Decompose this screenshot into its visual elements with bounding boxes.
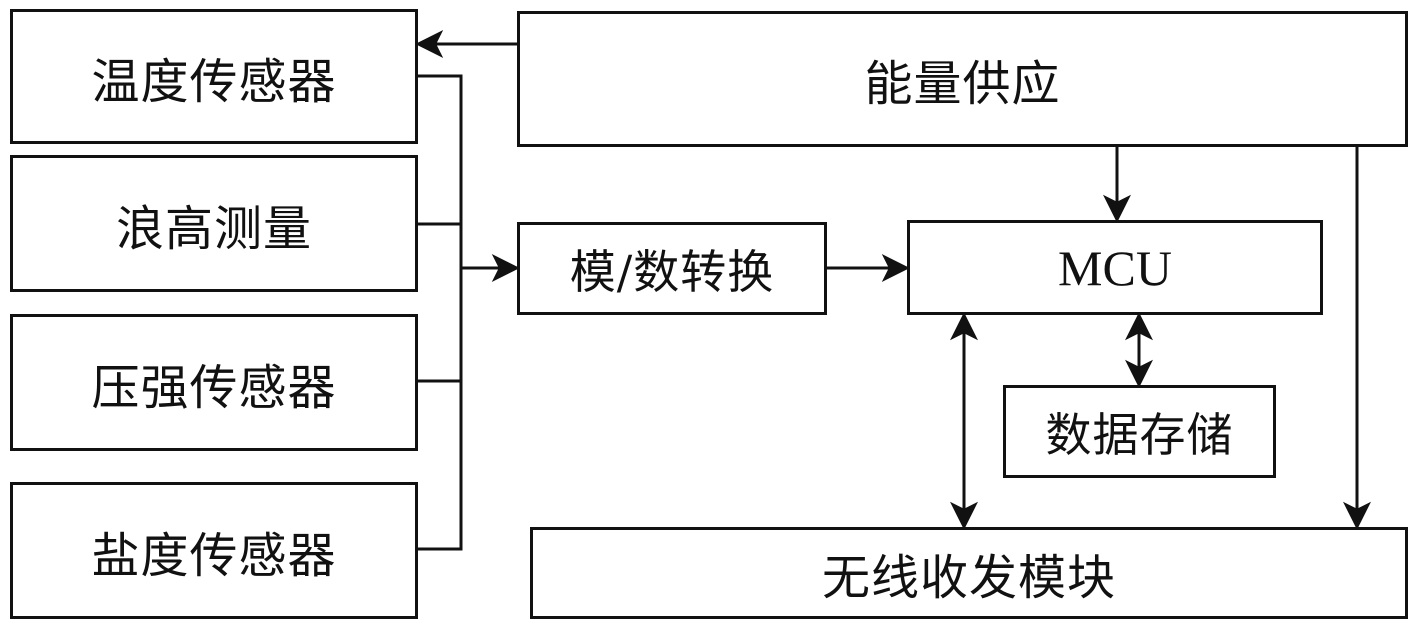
wave-height-label: 浪高测量 [115, 200, 312, 257]
adc-label: 模/数转换 [569, 244, 775, 299]
mcu-box: MCU [907, 220, 1323, 315]
wireless-module-label: 无线收发模块 [821, 550, 1116, 606]
adc-box: 模/数转换 [517, 222, 827, 315]
mcu-label: MCU [1058, 239, 1172, 296]
pressure-sensor-box: 压强传感器 [10, 314, 418, 451]
wireless-module-box: 无线收发模块 [530, 527, 1408, 619]
power-supply-label: 能量供应 [864, 56, 1061, 112]
pressure-sensor-label: 压强传感器 [91, 359, 337, 416]
salinity-sensor-label: 盐度传感器 [91, 527, 337, 584]
sensor-bus-line [418, 74, 463, 551]
temperature-sensor-box: 温度传感器 [10, 9, 418, 144]
temperature-sensor-label: 温度传感器 [91, 53, 337, 110]
data-storage-label: 数据存储 [1045, 407, 1234, 462]
salinity-sensor-box: 盐度传感器 [10, 482, 418, 619]
power-supply-box: 能量供应 [517, 11, 1408, 147]
data-storage-box: 数据存储 [1003, 385, 1276, 478]
wave-height-box: 浪高测量 [10, 155, 418, 292]
